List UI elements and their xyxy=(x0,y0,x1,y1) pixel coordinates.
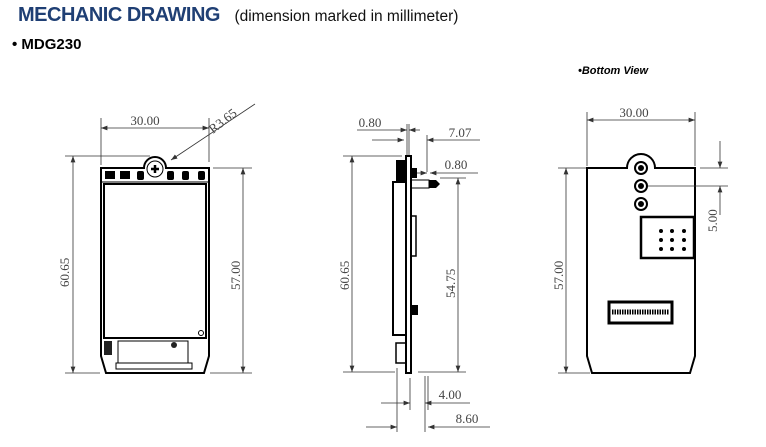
side-pin-length-dim: 7.07 xyxy=(449,125,472,140)
side-pin-offset-dim: 0.80 xyxy=(445,157,468,172)
bottom-height-dim: 57.00 xyxy=(551,261,566,290)
side-total-height-dim: 60.65 xyxy=(337,261,352,290)
bottom-hole-pitch-dim: 5.00 xyxy=(705,209,720,232)
title-subtitle: (dimension marked in millimeter) xyxy=(234,8,459,25)
bottom-outline xyxy=(586,153,696,374)
front-width-dim: 30.00 xyxy=(130,113,159,128)
side-view: 0.80 7.07 0.80 60.65 54.75 4.00 8.60 xyxy=(337,115,490,432)
front-outline xyxy=(100,156,210,374)
front-radius-dim: R3.65 xyxy=(206,105,240,136)
board-connector xyxy=(607,300,674,325)
mounting-hole-icon xyxy=(634,161,648,175)
model-label: • MDG230 xyxy=(12,36,82,53)
front-view: 30.00 R3.65 60.65 57.00 xyxy=(57,103,256,374)
side-pin-to-bottom-dim: 54.75 xyxy=(443,269,458,298)
bottom-view: 30.00 57.00 5.00 xyxy=(551,105,728,374)
mounting-hole-icon xyxy=(634,179,648,193)
front-body-height-dim: 57.00 xyxy=(228,261,243,290)
title-main: MECHANIC DRAWING xyxy=(18,4,221,26)
side-top-offset-dim: 0.80 xyxy=(359,115,382,130)
bottom-view-label: •Bottom View xyxy=(578,65,649,77)
screw-icon xyxy=(146,160,164,178)
bottom-width-dim: 30.00 xyxy=(619,105,648,120)
mounting-hole-icon xyxy=(634,197,648,211)
side-thickness-dim: 4.00 xyxy=(439,387,462,402)
side-total-depth-dim: 8.60 xyxy=(456,411,479,426)
page-title: MECHANIC DRAWING (dimension marked in mi… xyxy=(18,4,458,27)
front-total-height-dim: 60.65 xyxy=(57,258,72,287)
side-display xyxy=(392,181,407,336)
sim-slot xyxy=(639,215,696,260)
display-area xyxy=(103,183,207,339)
